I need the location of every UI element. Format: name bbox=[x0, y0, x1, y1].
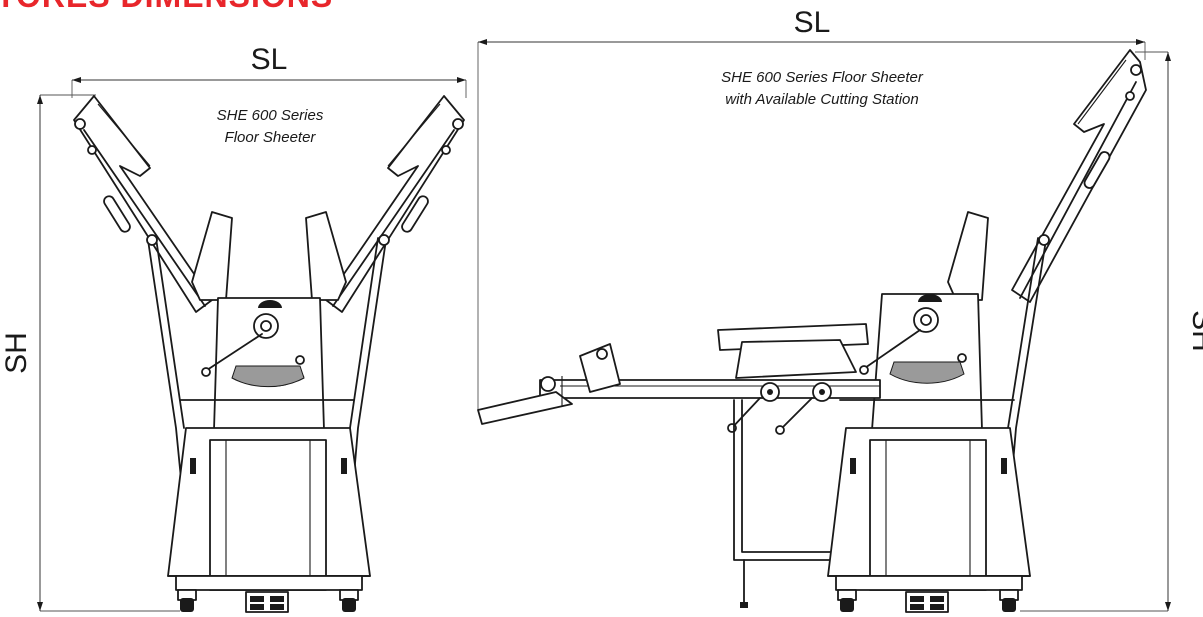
right-sheeter-drawing bbox=[477, 49, 1147, 613]
right-casters bbox=[837, 589, 1019, 612]
left-caption-line2: Floor Sheeter bbox=[225, 129, 317, 146]
left-foot-pedal bbox=[245, 591, 289, 613]
right-length-label: SL bbox=[794, 6, 831, 39]
left-height-dimension: SH bbox=[0, 94, 180, 612]
left-casters bbox=[177, 589, 359, 612]
right-length-dimension: SL bbox=[477, 6, 1146, 410]
left-sheeter-diagram: SL SH SHE 600 Series Floor Sheeter bbox=[0, 43, 467, 613]
section-heading: TORES DIMENSIONS bbox=[0, 0, 333, 15]
right-height-dimension: SH bbox=[1020, 51, 1203, 612]
left-length-label: SL bbox=[251, 43, 288, 76]
left-length-dimension: SL bbox=[71, 43, 467, 98]
left-height-label: SH bbox=[0, 332, 33, 374]
right-caption-line1: SHE 600 Series Floor Sheeter bbox=[721, 69, 924, 86]
cutting-station bbox=[717, 323, 869, 435]
right-foot-pedal bbox=[905, 591, 949, 613]
right-height-label: SH bbox=[1186, 310, 1203, 352]
left-sheeter-drawing bbox=[73, 95, 465, 613]
left-caption-line1: SHE 600 Series bbox=[217, 107, 324, 124]
right-sheeter-diagram: SL SH SHE 600 Series Floor Sheeter with … bbox=[477, 6, 1203, 613]
right-caption-line2: with Available Cutting Station bbox=[725, 91, 918, 108]
